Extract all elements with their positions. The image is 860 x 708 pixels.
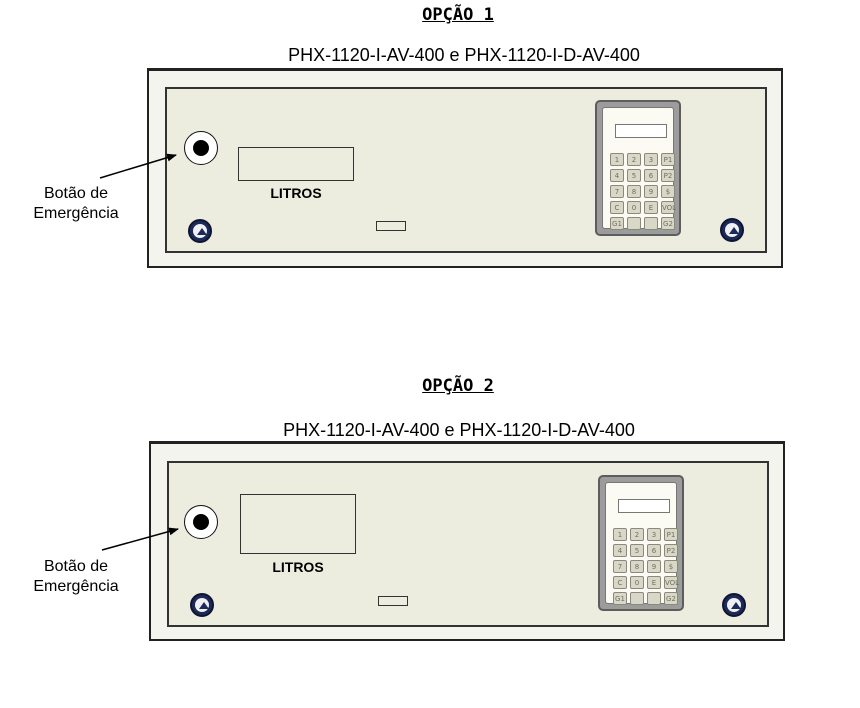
left-screw-icon [188, 219, 212, 243]
keypad-key[interactable]: G1 [610, 217, 624, 230]
keypad-key[interactable]: 3 [647, 528, 661, 541]
right-screw-icon [720, 218, 744, 242]
emergency-button[interactable] [184, 131, 218, 165]
option-1-title: OPÇÃO 1 [422, 5, 494, 25]
keypad-key[interactable]: P2 [661, 169, 675, 182]
keypad-key[interactable]: 0 [630, 576, 644, 589]
litros-label: LITROS [270, 185, 322, 201]
option-2-callout: Botão de Emergência [21, 557, 131, 597]
callout-line-1: Botão de [43, 185, 109, 202]
keypad-key[interactable]: P1 [664, 528, 678, 541]
keypad-key[interactable]: 1 [610, 153, 624, 166]
keypad-key[interactable]: $ [661, 185, 675, 198]
keypad-key[interactable]: 7 [610, 185, 624, 198]
keypad-key[interactable]: C [613, 576, 627, 589]
callout-arrow-1 [99, 153, 177, 179]
keypad-key[interactable]: E [644, 201, 658, 214]
callout-line-2: Emergência [33, 578, 119, 595]
keypad-key[interactable]: 6 [647, 544, 661, 557]
card-slot[interactable] [378, 596, 408, 606]
keypad-key[interactable]: 9 [644, 185, 658, 198]
keypad-key[interactable] [630, 592, 644, 605]
keypad-key[interactable]: P2 [664, 544, 678, 557]
keypad-key[interactable]: 6 [644, 169, 658, 182]
right-screw-icon [722, 593, 746, 617]
keypad-key[interactable]: 2 [627, 153, 641, 166]
keypad-key[interactable]: G2 [661, 217, 675, 230]
keypad-key[interactable] [647, 592, 661, 605]
keypad-key[interactable]: 4 [610, 169, 624, 182]
keypad-key[interactable]: G2 [664, 592, 678, 605]
option-2-model-label: PHX-1120-I-AV-400 e PHX-1120-I-D-AV-400 [283, 420, 635, 440]
keypad-key[interactable]: 8 [627, 185, 641, 198]
keypad-key[interactable]: E [647, 576, 661, 589]
keypad-display [615, 124, 667, 138]
option-1-model-label: PHX-1120-I-AV-400 e PHX-1120-I-D-AV-400 [288, 45, 640, 65]
keypad-key[interactable]: 2 [630, 528, 644, 541]
keypad-key[interactable] [627, 217, 641, 230]
keypad-key[interactable]: 8 [630, 560, 644, 573]
keypad-key[interactable]: VOL [661, 201, 676, 214]
keypad-key[interactable]: $ [664, 560, 678, 573]
litros-label: LITROS [272, 559, 324, 575]
callout-line-2: Emergência [33, 205, 119, 222]
option-2-title: OPÇÃO 2 [422, 376, 494, 396]
keypad-key[interactable]: 9 [647, 560, 661, 573]
card-slot[interactable] [376, 221, 406, 231]
keypad-key[interactable]: 5 [630, 544, 644, 557]
emergency-button[interactable] [184, 505, 218, 539]
keypad-key[interactable]: G1 [613, 592, 627, 605]
keypad-key[interactable]: VOL [664, 576, 679, 589]
option-1-callout: Botão de Emergência [21, 184, 131, 224]
keypad-key[interactable]: 0 [627, 201, 641, 214]
keypad-key[interactable]: 1 [613, 528, 627, 541]
keypad-key[interactable]: P1 [661, 153, 675, 166]
litros-display [240, 494, 356, 554]
keypad-key[interactable]: 4 [613, 544, 627, 557]
callout-arrow-2 [101, 527, 179, 551]
keypad-key[interactable]: 7 [613, 560, 627, 573]
keypad-key[interactable]: 3 [644, 153, 658, 166]
keypad-key[interactable]: 5 [627, 169, 641, 182]
keypad-key[interactable]: C [610, 201, 624, 214]
keypad-key[interactable] [644, 217, 658, 230]
left-screw-icon [190, 593, 214, 617]
litros-display [238, 147, 354, 181]
callout-line-1: Botão de [43, 558, 109, 575]
keypad-display [618, 499, 670, 513]
